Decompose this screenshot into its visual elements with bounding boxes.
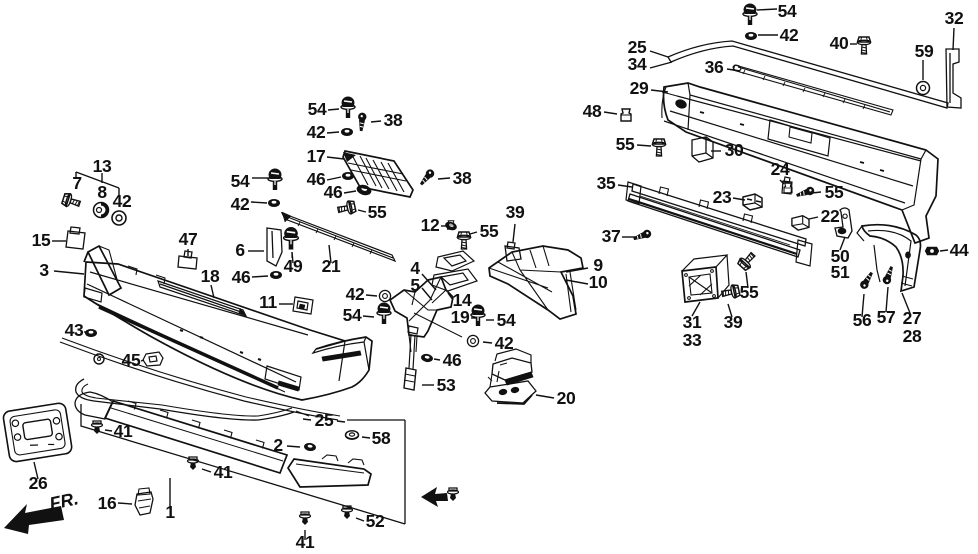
- svg-text:42: 42: [495, 333, 514, 353]
- svg-text:FR.: FR.: [48, 488, 81, 514]
- svg-text:40: 40: [830, 33, 849, 53]
- svg-text:23: 23: [713, 187, 732, 207]
- svg-text:46: 46: [324, 182, 343, 202]
- svg-text:34: 34: [628, 54, 647, 74]
- svg-text:45: 45: [122, 350, 141, 370]
- svg-text:39: 39: [506, 202, 525, 222]
- svg-text:25: 25: [315, 410, 334, 430]
- svg-text:38: 38: [453, 168, 472, 188]
- svg-text:5: 5: [410, 275, 420, 295]
- svg-text:10: 10: [589, 272, 608, 292]
- svg-text:21: 21: [322, 256, 341, 276]
- svg-text:20: 20: [557, 388, 576, 408]
- svg-text:8: 8: [97, 182, 107, 202]
- svg-text:55: 55: [480, 221, 499, 241]
- svg-text:4: 4: [410, 258, 420, 278]
- svg-text:46: 46: [443, 350, 462, 370]
- svg-text:46: 46: [232, 267, 251, 287]
- svg-text:29: 29: [630, 78, 649, 98]
- svg-text:41: 41: [214, 462, 233, 482]
- svg-text:42: 42: [780, 25, 799, 45]
- svg-text:36: 36: [705, 57, 724, 77]
- svg-text:54: 54: [497, 310, 516, 330]
- svg-text:6: 6: [235, 240, 245, 260]
- svg-text:31: 31: [683, 312, 702, 332]
- svg-text:48: 48: [583, 101, 602, 121]
- svg-text:49: 49: [284, 256, 303, 276]
- svg-text:54: 54: [231, 171, 250, 191]
- svg-text:32: 32: [945, 8, 964, 28]
- svg-text:50: 50: [831, 246, 850, 266]
- svg-text:55: 55: [740, 282, 759, 302]
- svg-text:18: 18: [201, 266, 220, 286]
- svg-text:25: 25: [628, 37, 647, 57]
- svg-text:33: 33: [683, 330, 702, 350]
- svg-text:11: 11: [259, 292, 277, 312]
- svg-text:42: 42: [346, 284, 365, 304]
- svg-text:13: 13: [93, 156, 112, 176]
- svg-text:44: 44: [950, 240, 969, 260]
- svg-text:51: 51: [831, 262, 850, 282]
- svg-text:3: 3: [39, 260, 49, 280]
- svg-text:59: 59: [915, 41, 934, 61]
- svg-text:53: 53: [437, 375, 456, 395]
- svg-text:7: 7: [72, 173, 81, 193]
- svg-text:17: 17: [307, 146, 326, 166]
- svg-text:38: 38: [384, 110, 403, 130]
- svg-text:56: 56: [853, 310, 872, 330]
- svg-text:42: 42: [307, 122, 326, 142]
- svg-text:42: 42: [231, 194, 250, 214]
- svg-text:12: 12: [421, 215, 440, 235]
- svg-text:39: 39: [724, 312, 743, 332]
- svg-text:26: 26: [29, 473, 48, 493]
- svg-text:58: 58: [372, 428, 391, 448]
- svg-text:54: 54: [343, 305, 362, 325]
- svg-text:46: 46: [307, 169, 326, 189]
- svg-text:28: 28: [903, 326, 922, 346]
- svg-text:16: 16: [98, 493, 117, 513]
- svg-text:15: 15: [32, 230, 51, 250]
- svg-text:19: 19: [451, 307, 470, 327]
- svg-text:55: 55: [368, 202, 387, 222]
- svg-text:35: 35: [597, 173, 616, 193]
- svg-text:47: 47: [179, 229, 198, 249]
- svg-text:52: 52: [366, 511, 385, 531]
- svg-text:22: 22: [821, 206, 840, 226]
- svg-text:55: 55: [616, 134, 635, 154]
- svg-text:41: 41: [296, 532, 315, 552]
- svg-text:54: 54: [778, 1, 797, 21]
- svg-text:1: 1: [165, 502, 175, 522]
- svg-text:14: 14: [453, 290, 472, 310]
- svg-text:43: 43: [65, 320, 84, 340]
- svg-text:2: 2: [273, 435, 283, 455]
- svg-text:42: 42: [113, 191, 132, 211]
- svg-text:27: 27: [903, 308, 922, 328]
- svg-text:54: 54: [308, 99, 327, 119]
- svg-text:9: 9: [593, 255, 603, 275]
- svg-text:57: 57: [877, 307, 896, 327]
- svg-text:37: 37: [602, 226, 621, 246]
